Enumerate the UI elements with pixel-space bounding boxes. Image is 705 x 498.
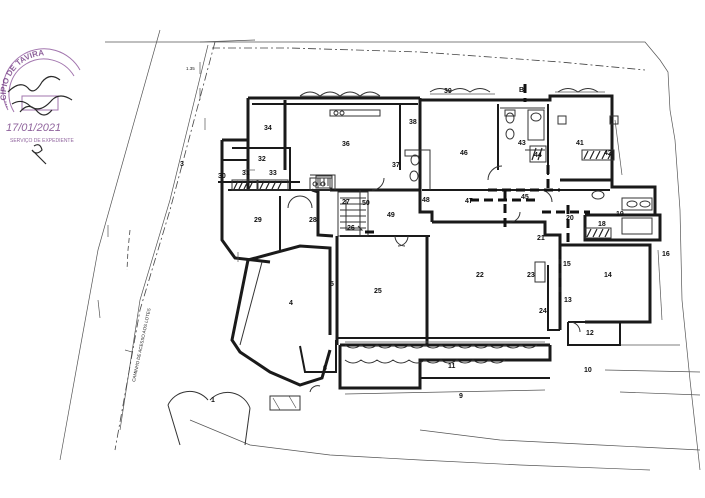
room-number: 44 [534, 152, 542, 159]
room-number: 45 [521, 194, 529, 201]
axis-label: B [519, 87, 524, 94]
room-number: 9 [459, 393, 463, 400]
room-number: 13 [564, 297, 572, 304]
room-number: 19 [616, 211, 624, 218]
room-number: 12 [586, 330, 594, 337]
room-number: 34 [264, 125, 272, 132]
room-number: 41 [576, 140, 584, 147]
room-number: 26 [347, 225, 355, 232]
room-number: 11 [448, 363, 456, 370]
room-number: 6 [323, 365, 327, 372]
room-number: 46 [460, 150, 468, 157]
room-number: 25 [374, 288, 382, 295]
room-number: 42 [604, 150, 612, 157]
room-number: 18 [598, 221, 606, 228]
municipal-stamp: …CÍPIO DE TAVIRA 17/01/2021 SERVIÇO DE E… [0, 48, 81, 165]
windows [300, 91, 663, 395]
room-number: 32 [258, 156, 266, 163]
terrace-railings [299, 88, 599, 364]
annotations [107, 62, 619, 411]
room-number: 49 [387, 212, 395, 219]
room-numbers: 1 3 4 5 6 9 10 11 12 13 14 15 16 18 19 2… [180, 88, 670, 404]
room-number: 22 [476, 272, 484, 279]
room-number: 4 [289, 300, 293, 307]
road-label: CAMINHO DE ACESSO AOS LOTES [131, 308, 151, 382]
room-number: 15 [563, 261, 571, 268]
top-left-number: 1.35 [186, 66, 195, 71]
bathroom-fixtures [329, 109, 653, 283]
room-number: 1 [211, 397, 215, 404]
room-number: 14 [604, 272, 612, 279]
room-number: 24 [539, 308, 547, 315]
room-number: 21 [537, 235, 545, 242]
room-number: 33 [269, 170, 277, 177]
room-number: 3 [180, 161, 184, 168]
room-number: 10 [584, 367, 592, 374]
room-number: 23 [527, 272, 535, 279]
room-number: 5 [330, 281, 334, 288]
room-number: 20 [566, 215, 574, 222]
room-number: 43 [518, 140, 526, 147]
room-number: 27 [342, 199, 350, 206]
room-number: 47 [465, 198, 473, 205]
room-number: 38 [409, 119, 417, 126]
room-number: 28 [309, 217, 317, 224]
room-number: 37 [392, 162, 400, 169]
room-number: 30 [218, 173, 226, 180]
wardrobes [231, 145, 615, 239]
building-walls [218, 94, 662, 390]
room-number: 31 [242, 170, 250, 177]
stamp-footer: SERVIÇO DE EXPEDIENTE [10, 138, 74, 144]
room-number: 39 [444, 88, 452, 95]
room-number: 29 [254, 217, 262, 224]
room-number: 50 [362, 200, 370, 207]
stamp-date: 17/01/2021 [6, 122, 61, 134]
structural-axes [365, 84, 590, 300]
room-number: 36 [342, 141, 350, 148]
door-swings [167, 165, 581, 446]
room-number: 16 [662, 251, 670, 258]
room-number: 48 [422, 197, 430, 204]
